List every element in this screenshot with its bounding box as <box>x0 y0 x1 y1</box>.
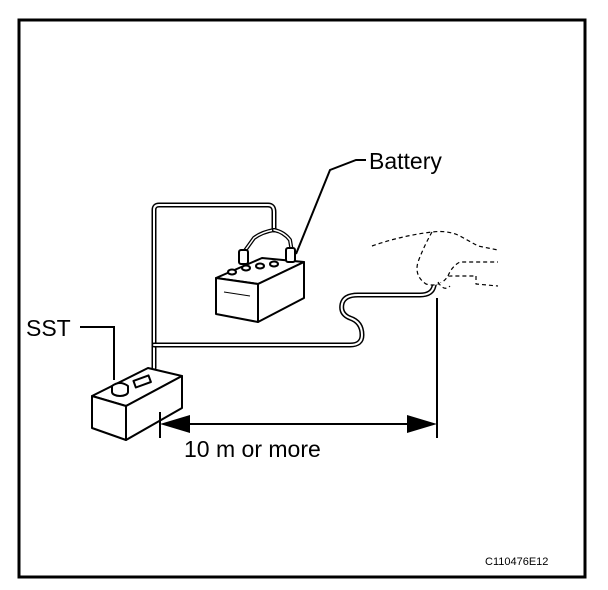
distance-label: 10 m or more <box>184 436 321 462</box>
figure-frame <box>17 18 587 579</box>
battery-leader <box>295 159 366 255</box>
sst-label: SST <box>26 315 71 341</box>
sst-tester-icon <box>91 367 183 441</box>
sst-leader <box>80 326 115 380</box>
battery-label: Battery <box>369 148 442 174</box>
battery-icon <box>215 247 305 323</box>
figure-code: C110476E12 <box>485 556 548 568</box>
cable <box>151 202 438 371</box>
hand-icon <box>371 230 499 289</box>
dimension-arrow-icon <box>159 298 438 438</box>
